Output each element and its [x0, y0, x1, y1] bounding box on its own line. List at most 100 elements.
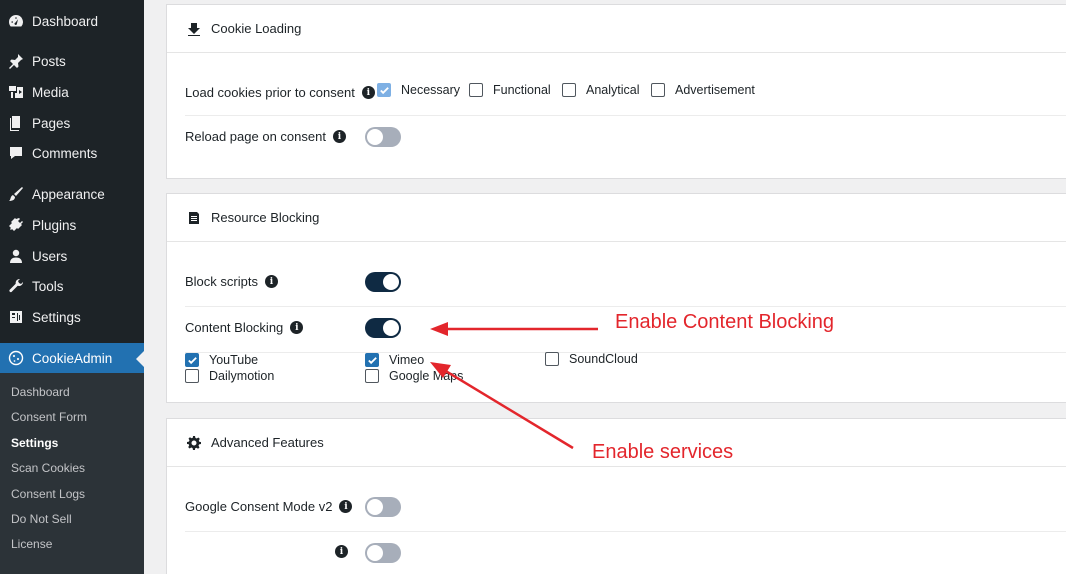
- sidebar-item-posts[interactable]: Posts: [0, 46, 144, 76]
- sidebar-item-appearance[interactable]: Appearance: [0, 179, 144, 209]
- partial-toggle[interactable]: [365, 543, 401, 563]
- sidebar-item-label: Posts: [32, 53, 66, 69]
- reload-page-toggle[interactable]: [365, 127, 401, 147]
- brush-icon: [8, 186, 24, 202]
- checkbox-box[interactable]: [545, 352, 559, 366]
- label-text: Load cookies prior to consent: [185, 85, 355, 100]
- media-icon: [8, 84, 24, 100]
- card-title: Cookie Loading: [211, 21, 302, 36]
- checkbox-functional[interactable]: Functional: [469, 83, 551, 97]
- service-vimeo[interactable]: Vimeo: [365, 353, 424, 367]
- submenu-dashboard[interactable]: Dashboard: [11, 385, 70, 399]
- submenu-consent-logs[interactable]: Consent Logs: [11, 487, 86, 501]
- submenu-scan-cookies[interactable]: Scan Cookies: [11, 461, 86, 475]
- document-icon: [187, 211, 201, 225]
- sidebar-item-comments[interactable]: Comments: [0, 138, 144, 168]
- info-icon[interactable]: i: [332, 130, 346, 143]
- toggle-knob: [383, 274, 399, 290]
- service-soundcloud[interactable]: SoundCloud: [545, 352, 638, 366]
- sidebar-item-label: CookieAdmin: [32, 350, 113, 366]
- admin-sidebar: Dashboard Posts Media Pages Comments App…: [0, 0, 144, 574]
- pages-icon: [8, 115, 24, 131]
- sidebar-item-cookieadmin[interactable]: CookieAdmin: [0, 343, 144, 373]
- checkbox-label: YouTube: [209, 353, 259, 367]
- checkbox-label: SoundCloud: [569, 352, 638, 366]
- info-icon[interactable]: i: [339, 500, 353, 513]
- sidebar-item-label: Plugins: [32, 217, 77, 233]
- sidebar-item-dashboard[interactable]: Dashboard: [0, 6, 144, 36]
- submenu-settings[interactable]: Settings: [11, 436, 59, 450]
- sidebar-item-plugins[interactable]: Plugins: [0, 210, 144, 240]
- card-header: Advanced Features: [167, 419, 1066, 467]
- settings-icon: [8, 309, 24, 325]
- partial-row-label: i: [185, 545, 348, 558]
- sidebar-item-label: Settings: [32, 309, 81, 325]
- cookieadmin-submenu: Dashboard Consent Form Settings Scan Coo…: [0, 373, 144, 574]
- row-divider: [185, 352, 1066, 353]
- sidebar-item-label: Media: [32, 84, 69, 100]
- gear-icon: [187, 435, 201, 450]
- card-title: Resource Blocking: [211, 210, 320, 225]
- checkbox-box[interactable]: [651, 83, 665, 97]
- checkbox-box[interactable]: [469, 83, 483, 97]
- checkbox-label: Functional: [493, 83, 551, 97]
- gcm-toggle[interactable]: [365, 497, 401, 517]
- checkbox-label: Advertisement: [675, 83, 755, 97]
- sidebar-item-label: Comments: [32, 145, 98, 161]
- annotation-services: Enable services: [592, 441, 734, 463]
- download-icon: [187, 22, 201, 36]
- checkbox-box[interactable]: [185, 353, 199, 367]
- checkbox-box[interactable]: [185, 369, 199, 383]
- submenu-license[interactable]: License: [11, 537, 53, 551]
- checkbox-box[interactable]: [377, 83, 391, 97]
- sidebar-item-label: Appearance: [32, 186, 105, 202]
- submenu-do-not-sell[interactable]: Do Not Sell: [11, 512, 72, 526]
- content-blocking-label: Content Blocking i: [185, 320, 304, 335]
- sidebar-item-label: Pages: [32, 115, 71, 131]
- row-divider: [185, 306, 1066, 307]
- sidebar-item-label: Dashboard: [32, 13, 99, 29]
- content-blocking-toggle[interactable]: [365, 318, 401, 338]
- advanced-features-card: Advanced Features Google Consent Mode v2…: [166, 418, 1066, 574]
- dashboard-icon: [8, 13, 24, 29]
- label-text: Google Consent Mode v2: [185, 499, 333, 514]
- gcm-label: Google Consent Mode v2 i: [185, 499, 353, 514]
- checkbox-analytical[interactable]: Analytical: [562, 83, 640, 97]
- reload-page-label: Reload page on consent i: [185, 129, 346, 144]
- label-text: Reload page on consent: [185, 129, 326, 144]
- sidebar-item-pages[interactable]: Pages: [0, 108, 144, 138]
- info-icon[interactable]: i: [335, 545, 348, 558]
- toggle-knob: [367, 499, 383, 515]
- checkbox-box[interactable]: [365, 369, 379, 383]
- sidebar-item-media[interactable]: Media: [0, 77, 144, 107]
- label-text: Content Blocking: [185, 320, 284, 335]
- toggle-knob: [383, 320, 399, 336]
- service-google-maps[interactable]: Google Maps: [365, 369, 463, 383]
- checkbox-box[interactable]: [365, 353, 379, 367]
- row-divider: [185, 115, 1066, 116]
- block-scripts-toggle[interactable]: [365, 272, 401, 292]
- checkbox-label: Analytical: [586, 83, 640, 97]
- cookie-icon: [8, 350, 24, 366]
- info-icon[interactable]: i: [361, 86, 375, 99]
- info-icon[interactable]: i: [290, 321, 304, 334]
- sidebar-item-settings[interactable]: Settings: [0, 302, 144, 332]
- checkbox-advertisement[interactable]: Advertisement: [651, 83, 755, 97]
- card-header: Cookie Loading: [167, 5, 1066, 53]
- pin-icon: [8, 53, 24, 69]
- sidebar-item-label: Tools: [32, 278, 64, 294]
- sidebar-item-users[interactable]: Users: [0, 241, 144, 271]
- checkbox-necessary[interactable]: Necessary: [377, 83, 460, 97]
- annotation-content-blocking: Enable Content Blocking: [615, 311, 835, 333]
- comment-icon: [8, 145, 24, 161]
- checkbox-box[interactable]: [562, 83, 576, 97]
- load-cookies-label: Load cookies prior to consent i: [185, 85, 375, 100]
- sidebar-item-tools[interactable]: Tools: [0, 271, 144, 301]
- service-dailymotion[interactable]: Dailymotion: [185, 369, 274, 383]
- label-text: Block scripts: [185, 274, 258, 289]
- submenu-consent-form[interactable]: Consent Form: [11, 410, 88, 424]
- row-divider: [185, 531, 1066, 532]
- card-header: Resource Blocking: [167, 194, 1066, 242]
- info-icon[interactable]: i: [264, 275, 278, 288]
- service-youtube[interactable]: YouTube: [185, 353, 258, 367]
